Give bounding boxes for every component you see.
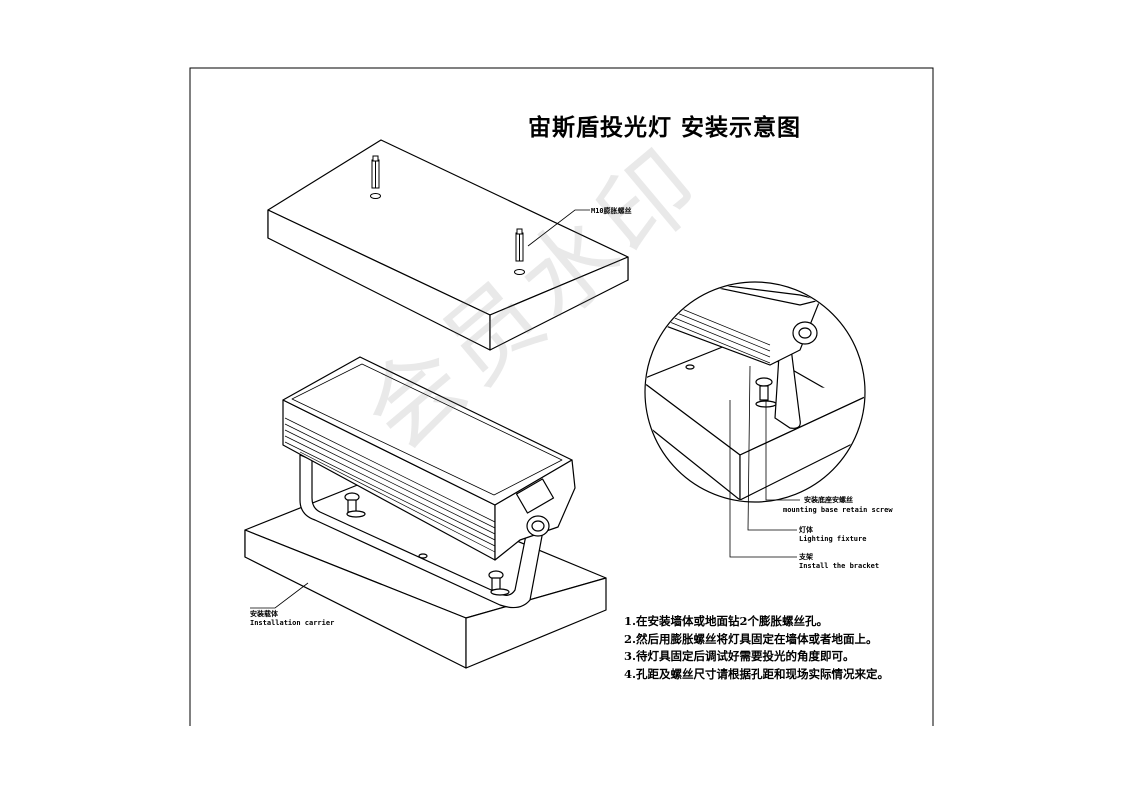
note-3: 3.待灯具固定后调试好需要投光的角度即可。 (624, 649, 855, 663)
base-screw-label-en: mounting base retain screw (783, 506, 893, 514)
note-1: 1.在安装墙体或地面钻2个膨胀螺丝孔。 (624, 614, 829, 628)
top-mounting-slab (267, 139, 629, 351)
anchor-bolt-label: M10膨胀螺丝 (591, 207, 632, 215)
base-screw-label-cn: 安装底座安螺丝 (804, 496, 853, 504)
carrier-leader (250, 582, 309, 609)
floodlight-fixture (282, 356, 576, 609)
anchor-bolt-1 (370, 155, 381, 199)
fixture-label-cn: 灯体 (799, 526, 813, 534)
installation-notes: 1.在安装墙体或地面钻2个膨胀螺丝孔。 2.然后用膨胀螺丝将灯具固定在墙体或者地… (624, 613, 889, 683)
note-4: 4.孔距及螺丝尺寸请根据孔距和现场实际情况来定。 (624, 666, 890, 681)
page-title: 宙斯盾投光灯 安装示意图 (528, 114, 802, 141)
detail-view-circle (644, 281, 866, 503)
fixture-label-en: Lighting fixture (799, 535, 867, 543)
bracket-label-cn: 支架 (799, 553, 813, 561)
bracket-label-en: Install the bracket (799, 562, 880, 570)
note-2: 2.然后用膨胀螺丝将灯具固定在墙体或者地面上。 (624, 631, 878, 646)
drawing-frame (189, 67, 934, 726)
carrier-label-en: Installation carrier (250, 619, 335, 627)
anchor-bolt-leader (527, 209, 590, 247)
carrier-label-cn: 安装载体 (250, 610, 278, 618)
anchor-bolt-2 (514, 228, 525, 275)
detail-callout-leaders (729, 365, 800, 558)
